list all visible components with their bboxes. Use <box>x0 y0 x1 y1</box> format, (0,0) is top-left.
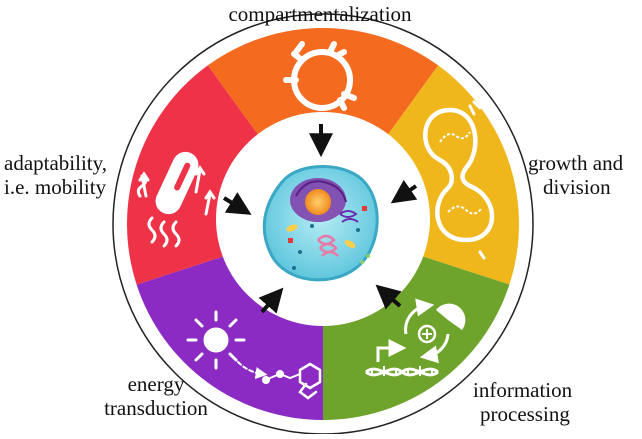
arrow-growth <box>390 179 418 204</box>
label-information-processing: information processing <box>473 378 572 426</box>
sun-molecule-icon <box>186 310 322 400</box>
arrow-adaptability <box>222 192 252 215</box>
label-energy-line2: transduction <box>104 396 208 420</box>
label-growth-line2: division <box>543 175 611 199</box>
flagellated-bacterium-icon <box>136 151 216 248</box>
dividing-cell-icon <box>423 100 495 260</box>
label-growth-and-division: growth and division <box>528 151 623 199</box>
label-adaptability-line1: adaptability, <box>4 151 108 175</box>
eukaryotic-cell-icon <box>262 165 379 282</box>
label-adaptability: adaptability, i.e. mobility <box>4 151 107 199</box>
label-energy-line1: energy <box>127 372 185 396</box>
label-growth-line1: growth and <box>528 151 624 175</box>
label-compartmentalization: compartmentalization <box>228 2 412 26</box>
dna-transcription-icon <box>365 298 466 377</box>
arrow-energy <box>258 287 284 314</box>
label-energy-transduction: energy transduction <box>86 372 226 420</box>
arrow-information <box>375 284 402 310</box>
label-adaptability-line2: i.e. mobility <box>4 175 107 199</box>
label-information-line1: information <box>473 378 573 402</box>
label-information-line2: processing <box>480 402 570 426</box>
membrane-compartment-icon <box>283 41 357 111</box>
inward-arrows <box>222 124 418 314</box>
